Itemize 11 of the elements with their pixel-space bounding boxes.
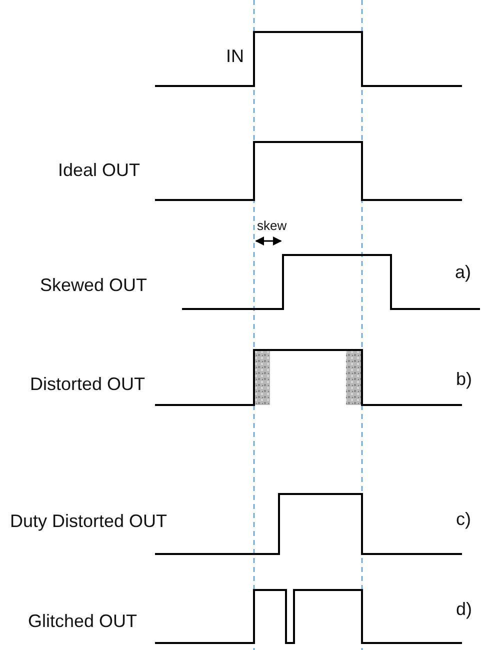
signal-label: Ideal OUT (58, 161, 140, 179)
signal-label: Duty Distorted OUT (10, 512, 168, 530)
panel-letter: b) (456, 370, 472, 388)
signal-label: Glitched OUT (28, 612, 138, 630)
signal-label: IN (226, 47, 244, 65)
dimension-label: skew (257, 219, 287, 232)
signal-label: Skewed OUT (40, 276, 148, 294)
signal-label: Distorted OUT (30, 375, 146, 393)
panel-letter: c) (456, 510, 471, 528)
panel-letter: a) (455, 263, 472, 281)
panel-letter: d) (456, 600, 472, 618)
